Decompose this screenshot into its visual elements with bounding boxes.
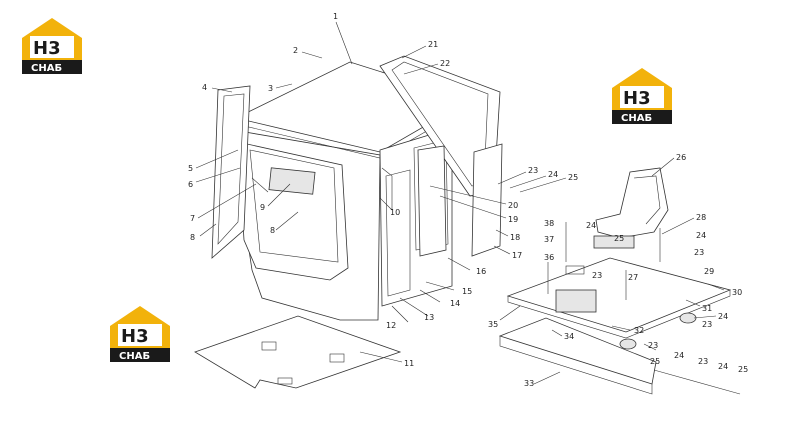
callout-23: 23 [528, 166, 538, 175]
callout-11: 11 [404, 359, 414, 368]
callout-25: 25 [738, 365, 748, 374]
seat-base [593, 235, 635, 249]
callout-19: 19 [508, 215, 518, 224]
callout-8: 8 [190, 233, 195, 242]
callout-18: 18 [510, 233, 520, 242]
callout-7: 7 [190, 214, 195, 223]
callout-22: 22 [440, 59, 450, 68]
callout-24: 24 [586, 221, 596, 230]
callout-12: 12 [386, 321, 396, 330]
callout-25: 25 [650, 357, 660, 366]
rubber-mount [619, 338, 637, 350]
callout-6: 6 [188, 180, 193, 189]
brand-logo: H3 СНАБ [110, 306, 170, 362]
callout-28: 28 [696, 213, 706, 222]
callout-23: 23 [694, 248, 704, 257]
callouts: 1 2 3 4 5 6 7 8 8 9 10 11 12 13 14 15 16… [188, 12, 748, 388]
callout-23: 23 [648, 341, 658, 350]
floor-mat [194, 315, 402, 389]
callout-31: 31 [702, 304, 712, 313]
rubber-mount [679, 312, 697, 324]
callout-23: 23 [592, 271, 602, 280]
callout-23: 23 [698, 357, 708, 366]
callout-1: 1 [333, 12, 338, 21]
right-side-glass [471, 143, 503, 257]
callout-37: 37 [544, 235, 554, 244]
dash-panel [268, 167, 316, 195]
logo-text: СНАБ [119, 351, 150, 362]
callout-35: 35 [488, 320, 498, 329]
callout-23: 23 [702, 320, 712, 329]
seat-platform-assembly [498, 167, 732, 395]
brand-logo: H3 СНАБ [22, 18, 82, 74]
logo-mark: H3 [33, 38, 61, 59]
cab-assembly [194, 55, 503, 389]
callout-26: 26 [676, 153, 686, 162]
lower-frame [498, 317, 657, 385]
callout-9: 9 [260, 203, 265, 212]
callout-16: 16 [476, 267, 486, 276]
rear-window-frame [379, 55, 501, 197]
callout-38: 38 [544, 219, 554, 228]
callout-36: 36 [544, 253, 554, 262]
logo-text: СНАБ [621, 113, 652, 124]
callout-24: 24 [674, 351, 684, 360]
callout-34: 34 [564, 332, 574, 341]
callout-13: 13 [424, 313, 434, 322]
callout-24: 24 [718, 312, 728, 321]
leader-lines [195, 21, 741, 395]
callout-15: 15 [462, 287, 472, 296]
brand-logo: H3 СНАБ [612, 68, 672, 124]
console-box [555, 289, 597, 313]
callout-24: 24 [718, 362, 728, 371]
callout-24: 24 [548, 170, 558, 179]
callout-29: 29 [704, 267, 714, 276]
callout-20: 20 [508, 201, 518, 210]
callout-30: 30 [732, 288, 742, 297]
logo-mark: H3 [121, 326, 149, 347]
callout-2: 2 [293, 46, 298, 55]
callout-10: 10 [390, 208, 400, 217]
logo-text: СНАБ [31, 63, 62, 74]
door-glass [417, 145, 447, 257]
callout-33: 33 [524, 379, 534, 388]
callout-24: 24 [696, 231, 706, 240]
logo-mark: H3 [623, 88, 651, 109]
callout-25: 25 [614, 234, 624, 243]
callout-17: 17 [512, 251, 522, 260]
callout-14: 14 [450, 299, 460, 308]
front-windshield [237, 141, 349, 281]
callout-3: 3 [268, 84, 273, 93]
callout-27: 27 [628, 273, 638, 282]
callout-4: 4 [202, 83, 207, 92]
callout-21: 21 [428, 40, 438, 49]
left-side-glass [211, 85, 251, 259]
callout-8: 8 [270, 226, 275, 235]
callout-32: 32 [634, 326, 644, 335]
callout-5: 5 [188, 164, 193, 173]
callout-25: 25 [568, 173, 578, 182]
operator-seat [595, 167, 669, 239]
